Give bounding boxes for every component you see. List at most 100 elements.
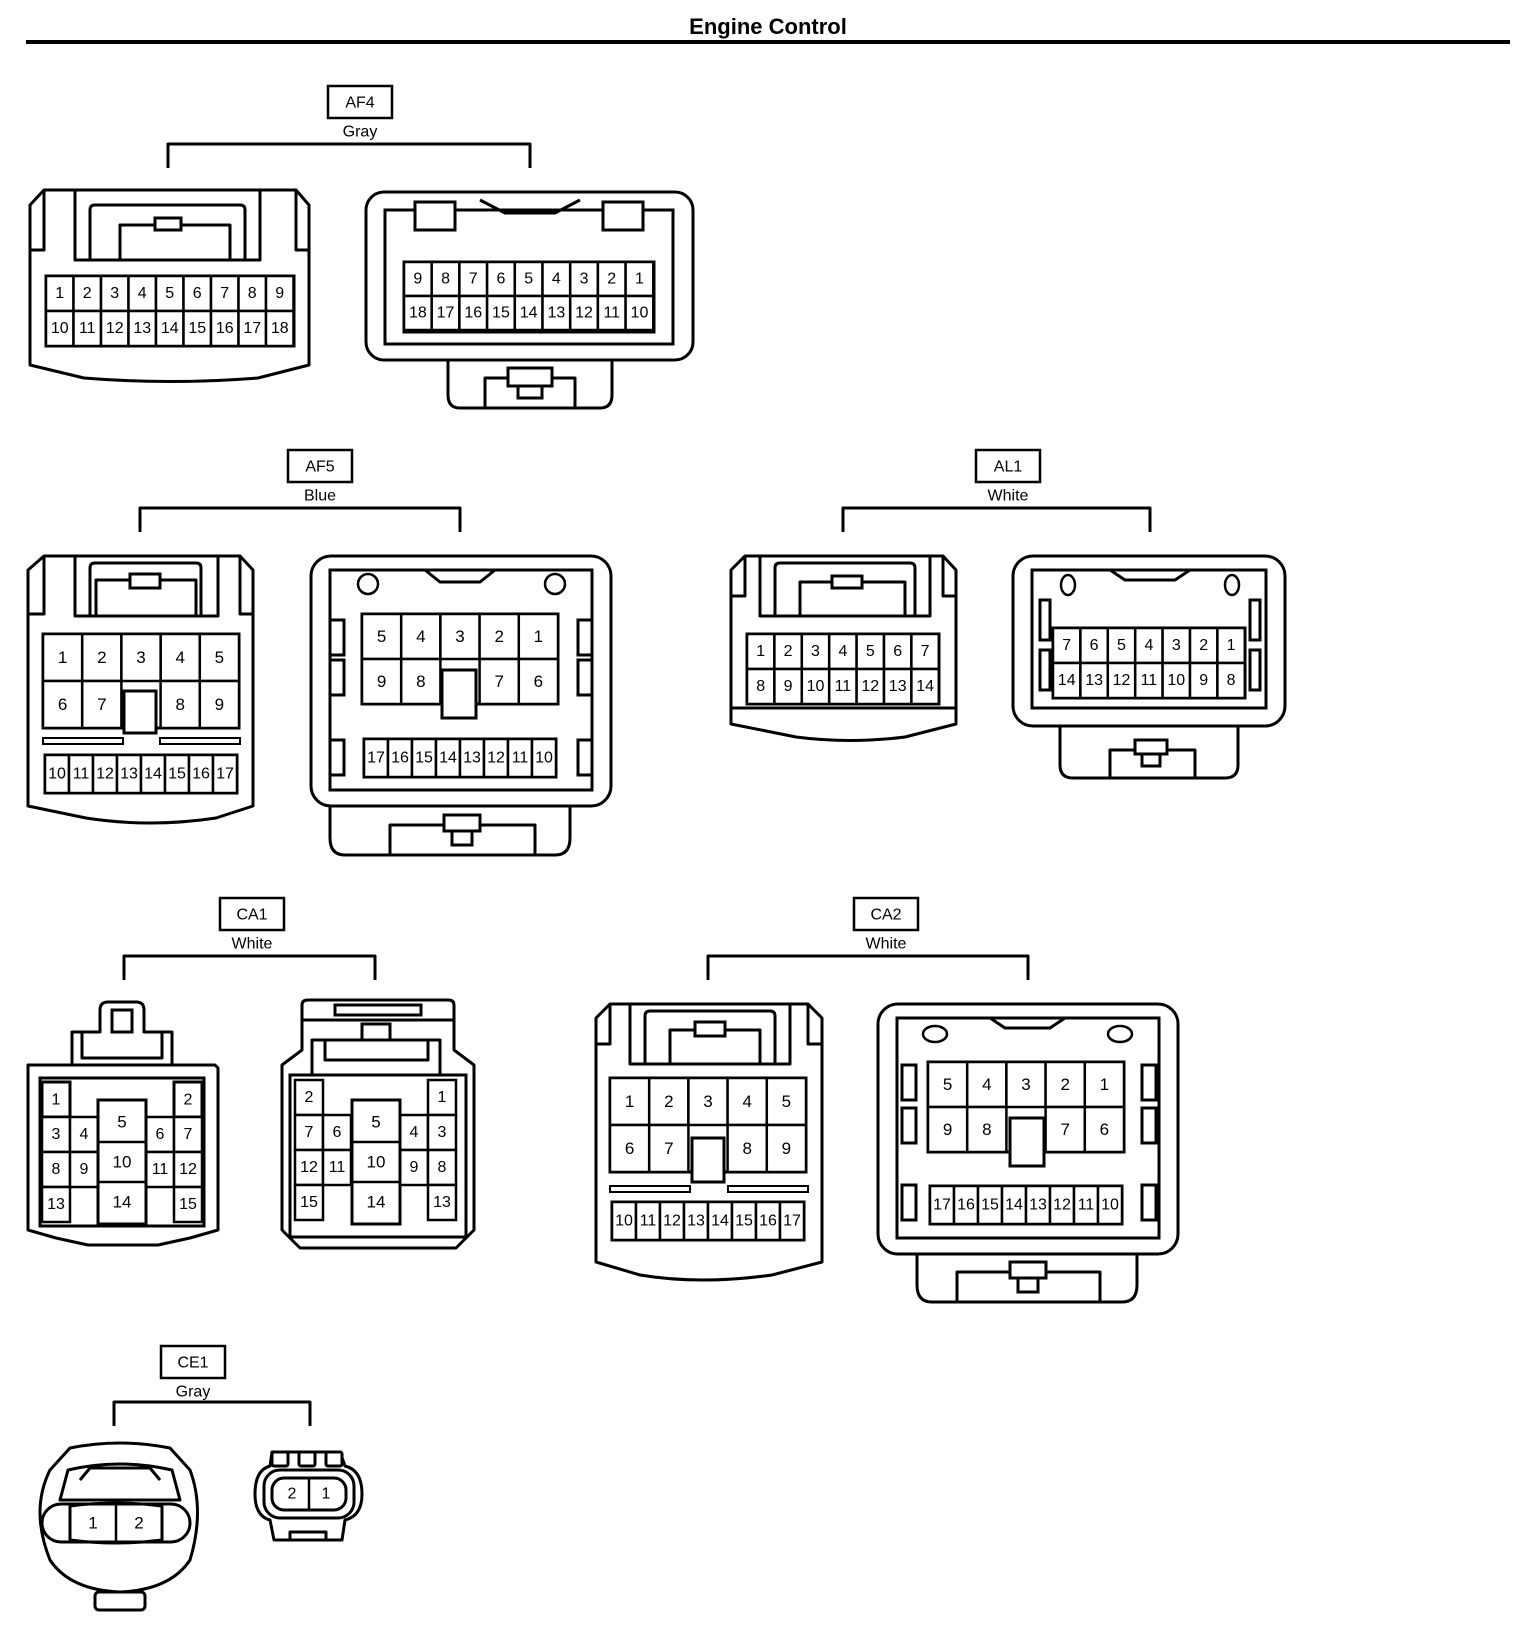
pin-number: 1 xyxy=(55,285,64,302)
outline xyxy=(413,200,457,232)
pin-number: 11 xyxy=(329,1159,346,1176)
pin-cell xyxy=(430,294,461,332)
pin-number: 6 xyxy=(58,695,67,714)
pin-cell xyxy=(360,612,403,661)
pin-number: 4 xyxy=(742,1092,751,1111)
pin-number: 10 xyxy=(535,750,553,767)
pin-number: 11 xyxy=(1078,1197,1095,1214)
outline xyxy=(576,738,594,777)
pin-cell xyxy=(765,1123,808,1174)
connector-code: AF5 xyxy=(305,459,334,476)
pin-number: 3 xyxy=(580,271,589,288)
pin-number: 13 xyxy=(1085,672,1103,689)
pin-cell xyxy=(91,753,119,795)
pin-number: 4 xyxy=(552,271,561,288)
pin-cell xyxy=(778,1200,806,1242)
pin-cell xyxy=(976,1184,1004,1226)
pin-number: 16 xyxy=(216,320,234,337)
outline xyxy=(442,813,482,833)
pin-cell xyxy=(882,667,913,706)
pin-number: 5 xyxy=(524,271,533,288)
pin-number: 17 xyxy=(216,766,234,783)
outline xyxy=(506,366,554,388)
pin-cell xyxy=(1083,1105,1126,1154)
outline xyxy=(1140,1183,1158,1222)
pin-number: 6 xyxy=(625,1139,634,1158)
pin-number: 11 xyxy=(640,1213,657,1230)
pin-cell xyxy=(541,260,572,298)
pin-number: 1 xyxy=(635,271,644,288)
pin-number: 8 xyxy=(742,1139,751,1158)
pin-number: 5 xyxy=(943,1075,952,1094)
pin-number: 2 xyxy=(305,1089,314,1106)
pin-number: 9 xyxy=(782,1139,791,1158)
connector-color: Gray xyxy=(343,124,378,141)
pin-number: 15 xyxy=(735,1213,753,1230)
pin-number: 18 xyxy=(409,305,427,322)
pin-cell xyxy=(40,1115,72,1154)
divider xyxy=(159,737,241,745)
pin-number: 2 xyxy=(494,627,503,646)
pin-number: 7 xyxy=(1062,637,1071,654)
pin-cell xyxy=(1048,1184,1076,1226)
outline xyxy=(360,1022,392,1042)
divider xyxy=(42,737,124,745)
pin-number: 10 xyxy=(1101,1197,1119,1214)
outline xyxy=(153,216,183,232)
pin-cell xyxy=(163,753,191,795)
pin-number: 7 xyxy=(921,643,930,660)
pin-number: 5 xyxy=(165,285,174,302)
pin-number: 6 xyxy=(156,1126,165,1143)
outline xyxy=(68,1501,164,1545)
pin-cell xyxy=(1216,661,1247,700)
outline xyxy=(26,1063,220,1247)
pin-cell xyxy=(773,632,804,671)
outline xyxy=(270,1450,290,1468)
pin-number: 11 xyxy=(79,320,96,337)
pin-number: 4 xyxy=(80,1126,89,1143)
pin-number: 7 xyxy=(220,285,229,302)
outline xyxy=(516,384,544,400)
pin-number: 2 xyxy=(1199,637,1208,654)
outline xyxy=(110,1008,134,1034)
pin-number: 13 xyxy=(120,766,138,783)
connector-bracket xyxy=(166,142,532,168)
pin-number: 3 xyxy=(438,1124,447,1141)
outline xyxy=(310,1038,442,1075)
pin-cell xyxy=(360,657,403,706)
pin-number: 7 xyxy=(184,1126,193,1143)
outline xyxy=(38,1441,199,1594)
connector-color: Blue xyxy=(304,488,336,505)
center-block xyxy=(96,1098,148,1226)
pin-number: 12 xyxy=(487,750,505,767)
outline xyxy=(88,203,247,260)
pin-number: 15 xyxy=(188,320,206,337)
latch-hole xyxy=(1106,1024,1134,1044)
pin-number: 17 xyxy=(933,1197,951,1214)
divider xyxy=(609,1185,691,1193)
divider xyxy=(727,1185,809,1193)
pin-number: 8 xyxy=(416,672,425,691)
outline xyxy=(643,1009,777,1064)
page-title: Engine Control xyxy=(689,14,847,39)
pin-number: 8 xyxy=(175,695,184,714)
connector-code-box xyxy=(852,896,920,932)
pin-number: 8 xyxy=(1227,672,1236,689)
outline xyxy=(1109,568,1191,582)
pin-number: 8 xyxy=(248,285,257,302)
pin-number: 6 xyxy=(893,643,902,660)
pin-number: 1 xyxy=(1227,637,1236,654)
outline xyxy=(446,360,614,410)
pin-number: 1 xyxy=(322,1486,331,1503)
pin-number: 7 xyxy=(469,271,478,288)
pin-number: 13 xyxy=(1029,1197,1047,1214)
connector-code: CE1 xyxy=(177,1355,208,1372)
pin-cell xyxy=(1188,661,1219,700)
outline xyxy=(601,200,645,232)
pin-cell xyxy=(198,632,241,683)
